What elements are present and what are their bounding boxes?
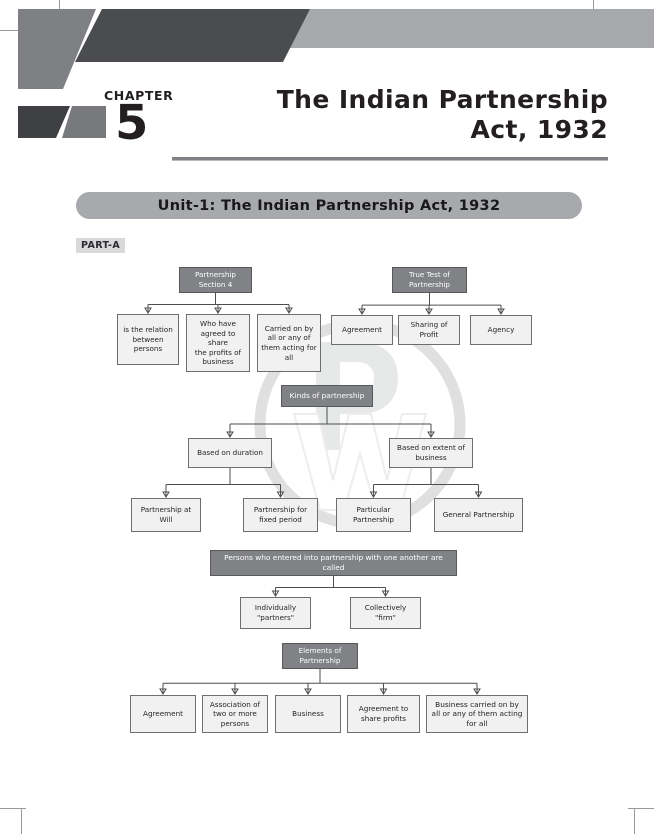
- crop-mark-bottom-right-h: [628, 808, 654, 809]
- chapter-word-label: CHAPTER: [104, 88, 174, 103]
- crop-mark-bottom-right-v: [634, 808, 635, 834]
- flow-leaf-node: Particular Partnership: [336, 498, 411, 532]
- flow-header-node: Partnership Section 4: [179, 267, 252, 293]
- flow-header-node: Persons who entered into partnership wit…: [210, 550, 457, 576]
- flow-leaf-node: Partnership at Will: [131, 498, 201, 532]
- flow-header-node: Elements of Partnership: [282, 643, 358, 669]
- chapter-number: 5: [115, 95, 149, 151]
- unit-title-pill: Unit-1: The Indian Partnership Act, 1932: [76, 192, 582, 219]
- flow-leaf-node: is the relation between persons: [117, 314, 179, 365]
- flow-leaf-node: Collectively "firm": [350, 597, 421, 629]
- flow-leaf-node: Agreement to share profits: [347, 695, 420, 733]
- page-title: The Indian Partnership Act, 1932: [188, 85, 608, 145]
- flow-leaf-node: Agreement: [130, 695, 196, 733]
- header-banner-dark-shape: [75, 9, 310, 62]
- flow-leaf-node: Business carried on by all or any of the…: [426, 695, 528, 733]
- flow-leaf-node: Business: [275, 695, 341, 733]
- crop-mark-top-left-h: [0, 30, 26, 31]
- flow-leaf-node: Based on duration: [188, 438, 272, 468]
- flow-header-node: True Test of Partnership: [392, 267, 467, 293]
- part-label: PART-A: [76, 238, 126, 253]
- header-banner-light-shape: [282, 9, 654, 48]
- flow-leaf-node: Based on extent of business: [389, 438, 473, 468]
- flow-leaf-node: Carried on by all or any of them acting …: [257, 314, 321, 372]
- flow-leaf-node: Individually "partners": [240, 597, 311, 629]
- flow-header-node: Kinds of partnership: [281, 385, 373, 407]
- page-title-text: The Indian Partnership Act, 1932: [276, 85, 608, 144]
- flow-leaf-node: Who have agreed to share the profits of …: [186, 314, 250, 372]
- crop-mark-bottom-left-h: [0, 808, 26, 809]
- flow-leaf-node: Agency: [470, 315, 532, 345]
- flow-leaf-node: Agreement: [331, 315, 393, 345]
- flow-leaf-node: Sharing of Profit: [398, 315, 460, 345]
- flow-leaf-node: Association of two or more persons: [202, 695, 268, 733]
- title-divider-rule: [172, 157, 608, 161]
- flow-leaf-node: Partnership for fixed period: [243, 498, 318, 532]
- crop-mark-bottom-left-v: [21, 808, 22, 834]
- flow-leaf-node: General Partnership: [434, 498, 523, 532]
- unit-title-text: Unit-1: The Indian Partnership Act, 1932: [157, 197, 501, 214]
